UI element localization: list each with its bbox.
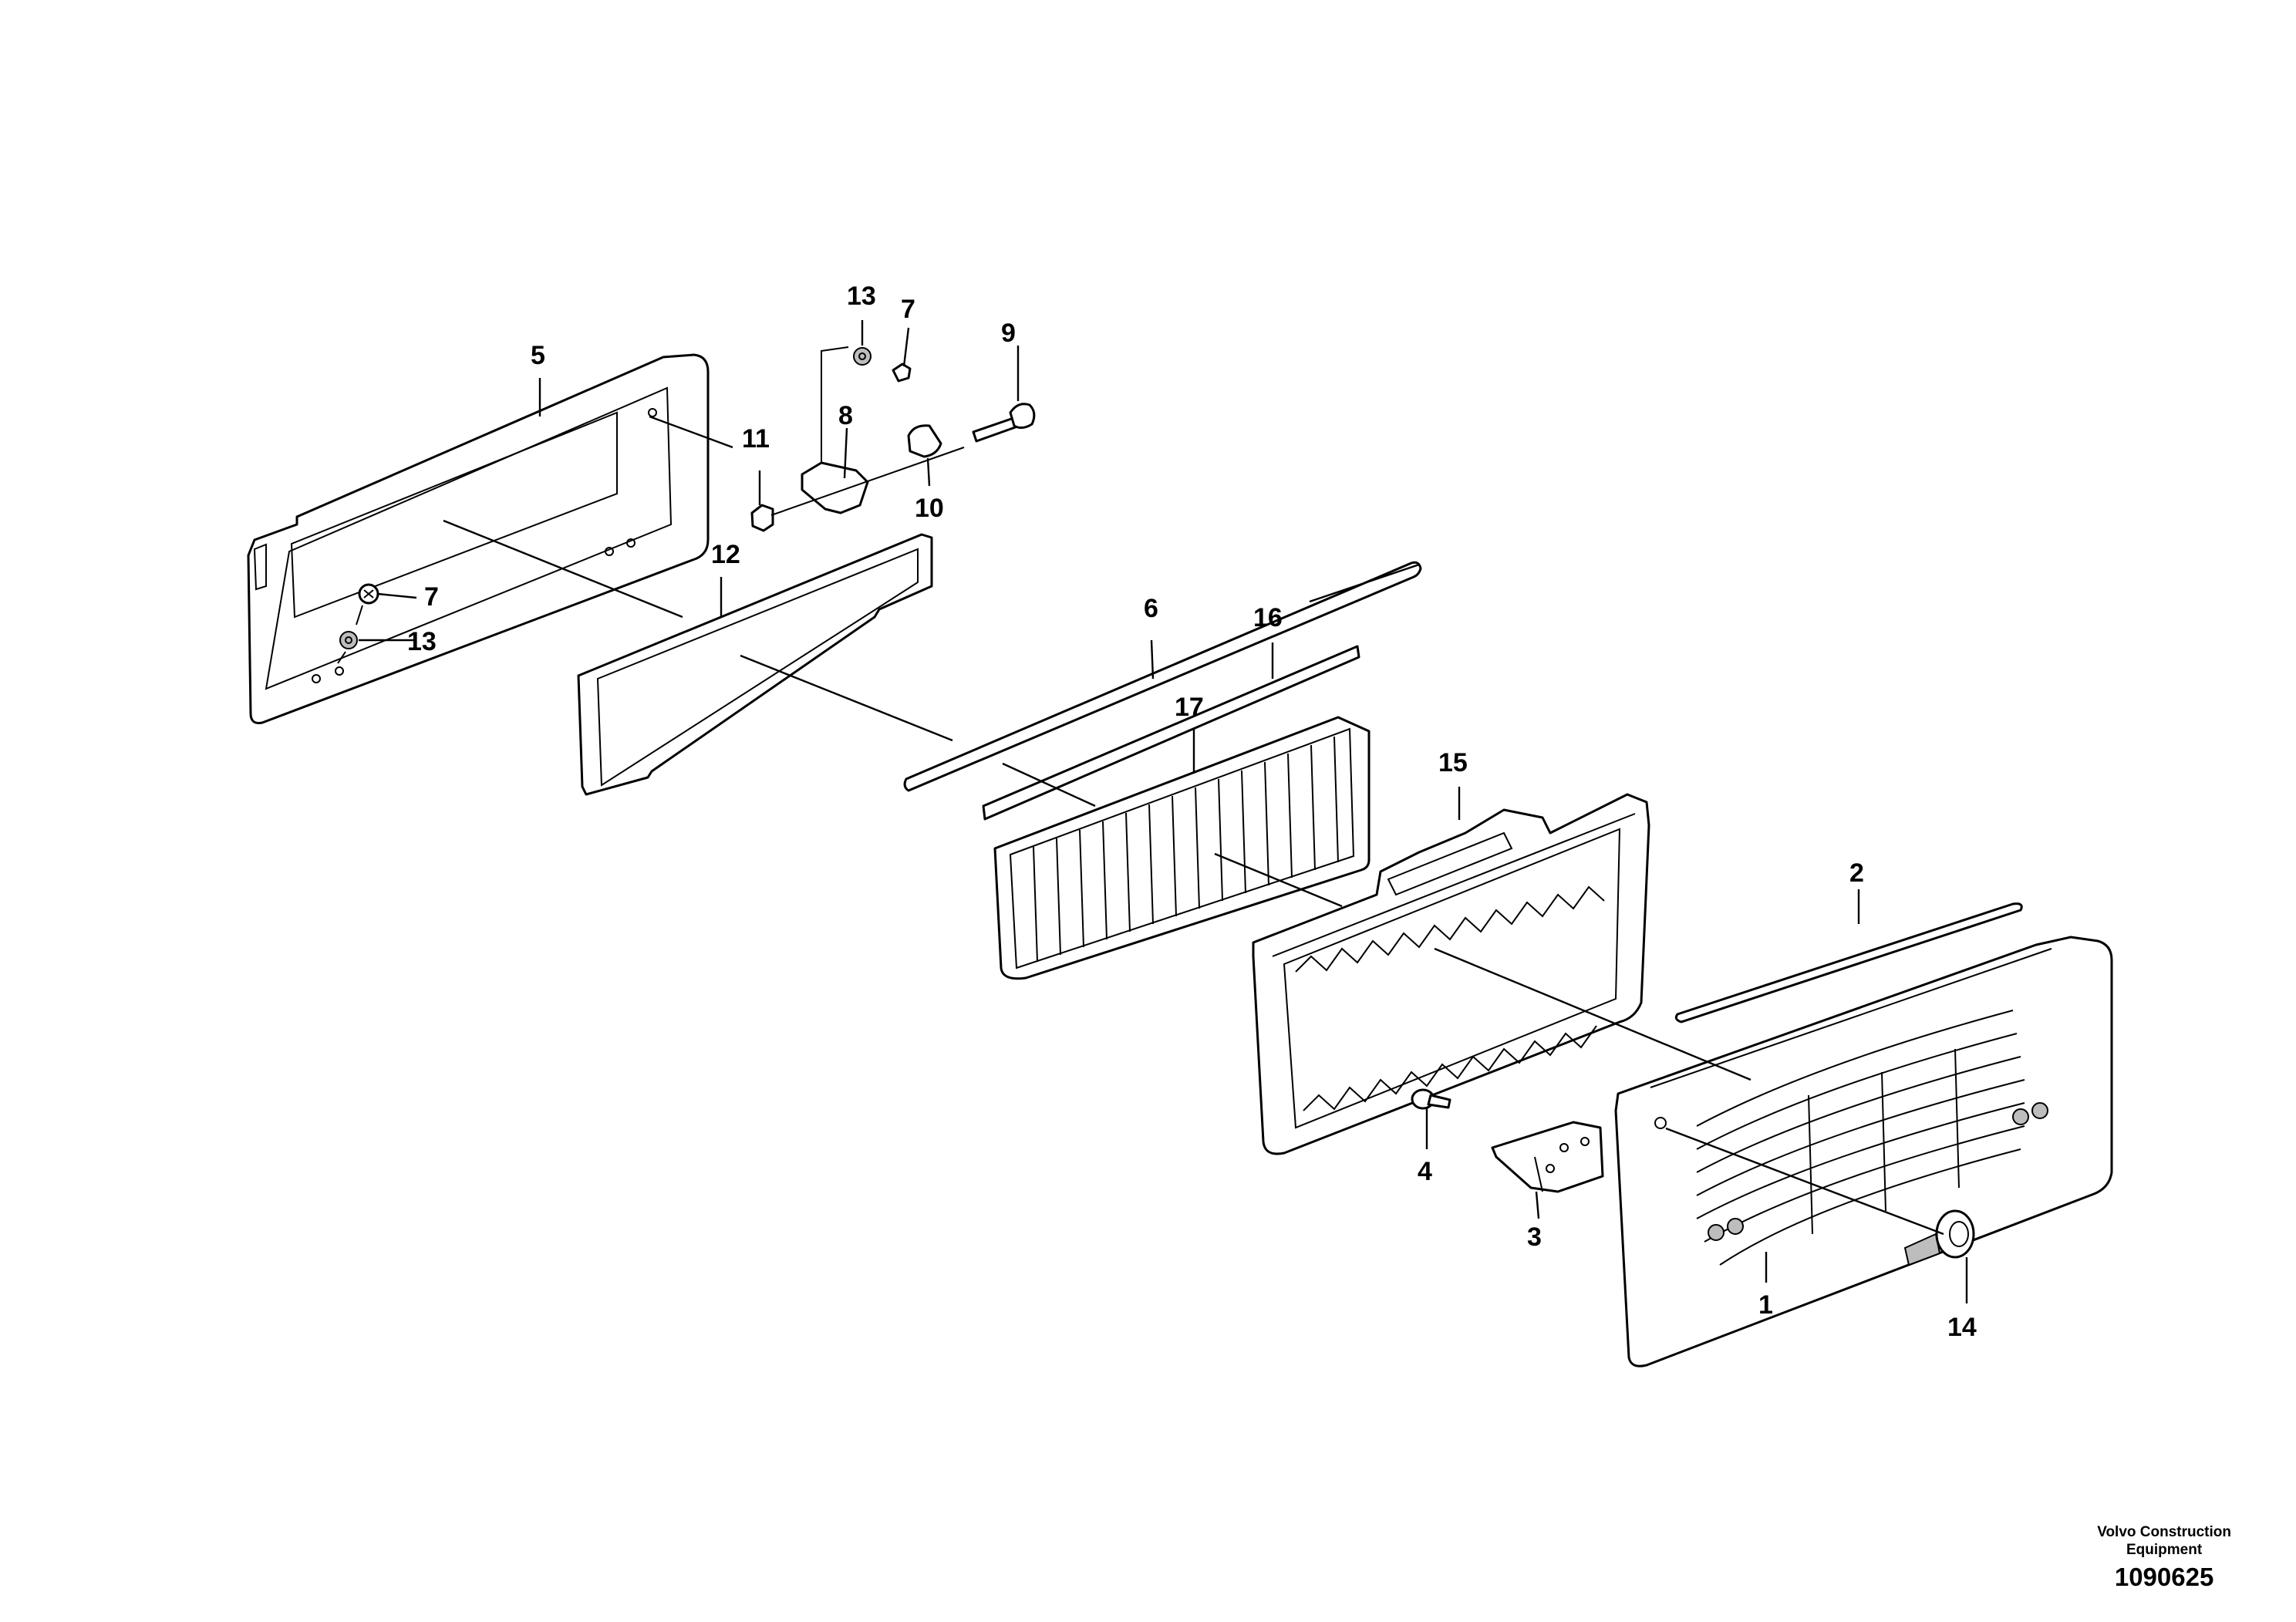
callout-2: 2 (1849, 858, 1864, 888)
callout-12: 11 (742, 424, 770, 454)
brand-line-2: Equipment (2126, 1542, 2203, 1558)
part-8-seal-frame (577, 533, 933, 796)
drawing-code: 1090625 (2114, 1563, 2214, 1591)
callout-1: 1 (1758, 1290, 1773, 1320)
leader-lines (359, 320, 1968, 1303)
callout-7-top: 7 (901, 295, 915, 324)
callout-9: 8 (838, 401, 853, 430)
upper-fasteners (821, 346, 912, 463)
part-3-bracket (1491, 1121, 1604, 1193)
part-6-rod (903, 561, 1422, 792)
callout-labels: 5 13 7 9 11 8 10 7 13 12 6 16 17 15 2 4 … (407, 282, 1977, 1342)
callout-7-lower: 7 (424, 582, 439, 612)
callout-13-top: 13 (847, 282, 876, 311)
part-5-cover-panel (247, 353, 710, 724)
callout-6: 6 (1144, 594, 1158, 623)
callout-8: 12 (711, 540, 740, 569)
lower-fasteners (337, 583, 379, 664)
callout-17: 17 (1175, 693, 1204, 722)
footer-caption: Volvo Construction Equipment 1090625 (2097, 1523, 2231, 1593)
brand-line-1: Volvo Construction (2097, 1524, 2231, 1540)
callout-15: 15 (1438, 748, 1468, 777)
hinge-assembly (750, 403, 1036, 532)
part-1-front-cover (1614, 936, 2113, 1367)
callout-3: 3 (1527, 1222, 1542, 1252)
part-15-housing-frame (1252, 793, 1650, 1155)
part-16-strip (982, 645, 1360, 821)
callout-5: 5 (531, 341, 545, 370)
part-2-seal-strip (1674, 902, 2023, 1023)
callout-11: 10 (915, 494, 944, 523)
part-4-bolt (1411, 1088, 1451, 1110)
callout-10: 9 (1001, 319, 1016, 348)
part-17-filter-element (993, 716, 1371, 980)
callout-16: 16 (1253, 603, 1283, 632)
callout-4: 4 (1418, 1157, 1432, 1186)
callout-13-lower: 13 (407, 627, 437, 656)
part-14-lock (1903, 1209, 1975, 1266)
callout-14: 14 (1947, 1313, 1977, 1342)
